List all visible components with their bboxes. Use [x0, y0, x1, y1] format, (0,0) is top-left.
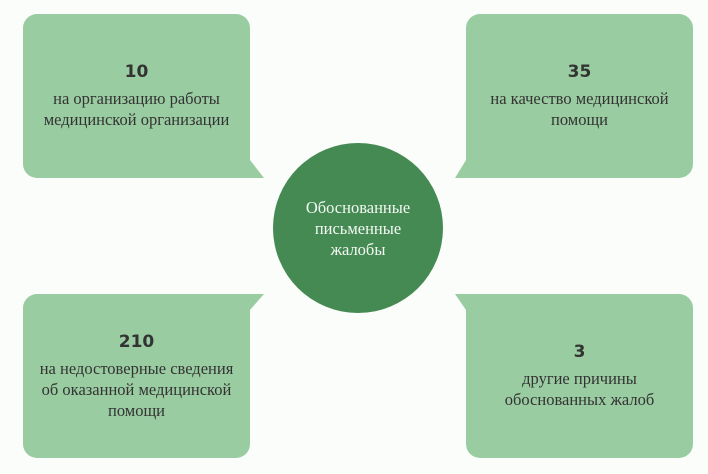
center-circle: Обоснованные письменные жалобы: [273, 143, 443, 313]
label: на недостоверные сведения об оказанной м…: [39, 358, 234, 420]
callout-false-information: 210 на недостоверные сведения об оказанн…: [23, 294, 250, 458]
label: на качество медицинской помощи: [490, 89, 669, 129]
label: другие причины обоснованных жалоб: [504, 369, 655, 409]
count: 35: [567, 62, 592, 82]
count: 3: [573, 342, 586, 362]
callout-organization-work: 10 на организацию работы медицинской орг…: [23, 14, 250, 178]
callout-care-quality: 35 на качество медицинской помощи: [466, 14, 693, 178]
count: 10: [124, 62, 149, 82]
label: на организацию работы медицинской органи…: [43, 89, 230, 129]
center-title: Обоснованные письменные жалобы: [305, 197, 411, 259]
count: 210: [118, 331, 155, 352]
callout-other-reasons: 3 другие причины обоснованных жалоб: [466, 294, 693, 458]
